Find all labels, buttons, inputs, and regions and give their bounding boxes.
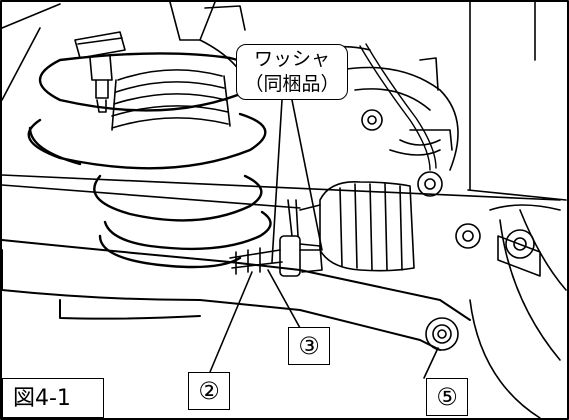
cv-boot (299, 181, 415, 272)
brake-hose (359, 43, 437, 171)
stabilizer-link (229, 199, 323, 277)
washer-label: ワッシャ (253, 48, 330, 70)
callout-number-2: ② (188, 372, 230, 410)
coil-spring (27, 52, 272, 269)
callout-number-5: ⑤ (426, 378, 468, 416)
shock-top-nut (74, 31, 126, 113)
leader-lines (209, 99, 439, 379)
figure-label: 図4-1 (2, 378, 104, 418)
washer-included-label: （同梱品） (244, 73, 340, 95)
lower-arm (1, 239, 471, 351)
body-panel (1, 1, 567, 209)
bump-boot (111, 69, 231, 131)
lower-bolt (425, 317, 459, 351)
callout-number-3: ③ (288, 327, 330, 365)
washer-callout: ワッシャ （同梱品） (236, 44, 348, 100)
brake-disc (469, 204, 567, 419)
